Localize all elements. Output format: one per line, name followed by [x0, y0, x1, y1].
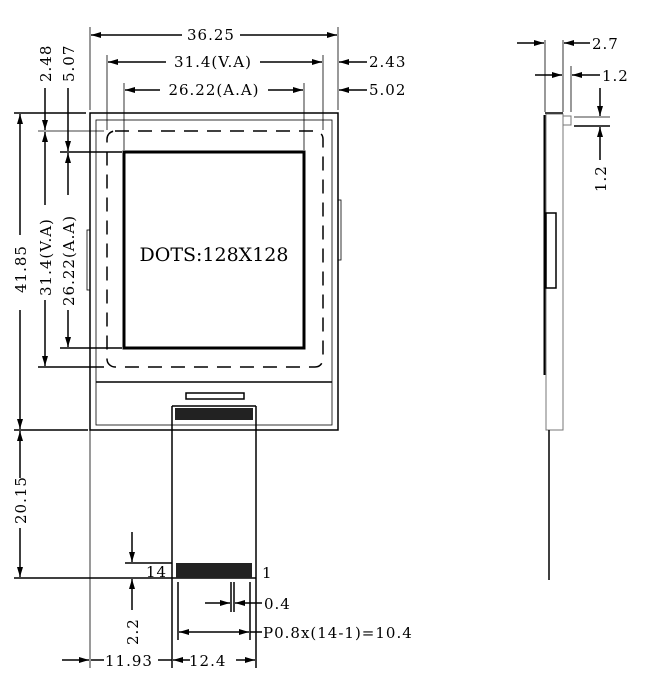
- fpc-tail: 14 1 2.2 0.4 P0.8x(14-1)=10.4 11.93 12.4: [14, 406, 413, 670]
- side-connector: [545, 212, 557, 289]
- dim-va-height: 31.4(V.A): [37, 218, 55, 296]
- dim-va-width: 31.4(V.A): [174, 53, 252, 71]
- left-dimensions: 2.48 5.07 41.85 31.4(V.A) 26.22(A.A) 20.…: [12, 45, 122, 577]
- dim-fpc-width: 12.4: [189, 652, 226, 670]
- viewing-area: [106, 130, 324, 368]
- dim-aa-width: 26.22(A.A): [168, 81, 259, 99]
- dim-fpc-offset: 11.93: [105, 652, 153, 670]
- dim-aa-height: 26.22(A.A): [60, 215, 78, 306]
- front-view: DOTS:128X128: [86, 112, 342, 431]
- dim-pin-height: 2.2: [124, 618, 142, 645]
- dim-pin-pitch: P0.8x(14-1)=10.4: [263, 624, 413, 642]
- top-dimensions: 36.25 31.4(V.A) 2.43 26.22(A.A) 5.02: [89, 26, 406, 150]
- dim-thickness: 2.7: [592, 35, 619, 53]
- dim-top-va-margin: 2.48: [37, 45, 55, 82]
- pin-1-label: 1: [262, 564, 273, 582]
- dim-pin-width: 0.4: [264, 595, 291, 613]
- fpc-pins: [176, 563, 252, 578]
- inner-frame: [95, 119, 333, 426]
- dim-step: 1.2: [602, 67, 629, 85]
- dim-top-aa-margin: 5.07: [60, 45, 78, 82]
- dim-right-aa-margin: 5.02: [369, 81, 406, 99]
- dim-step-height: 1.2: [592, 165, 610, 192]
- side-view: 2.7 1.2 1.2: [517, 35, 629, 580]
- fpc-bond-area: [175, 408, 253, 420]
- pin-14-label: 14: [146, 563, 167, 581]
- dots-label: DOTS:128X128: [140, 244, 289, 266]
- dim-overall-width: 36.25: [187, 26, 235, 44]
- dim-right-va-margin: 2.43: [369, 53, 406, 71]
- connector-slot: [185, 392, 245, 400]
- active-area: [122, 150, 306, 350]
- dim-overall-height: 41.85: [12, 245, 30, 293]
- dim-fpc-length: 20.15: [12, 476, 30, 524]
